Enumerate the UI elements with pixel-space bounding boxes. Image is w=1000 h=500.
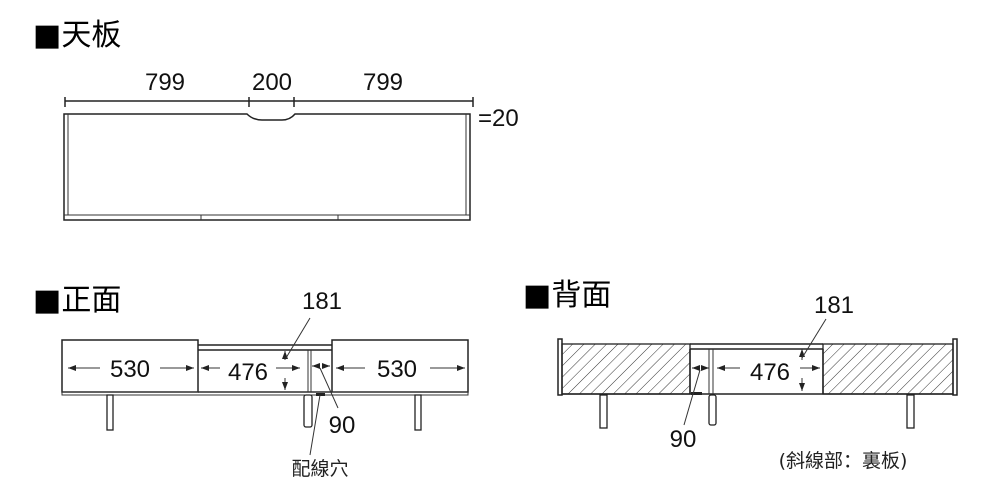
back-legs <box>599 394 915 429</box>
back-panel-right <box>822 343 954 395</box>
dim-right-drawer: 530 <box>377 356 417 383</box>
front-view: ■正面 530 476 530 181 90 配線穴 <box>33 283 469 480</box>
front-view-title: ■正面 <box>33 283 121 318</box>
front-legs <box>106 394 422 431</box>
back-panel-left <box>561 343 691 395</box>
cable-hole-label: 配線穴 <box>291 458 348 480</box>
dim-back-center-opening: 476 <box>750 359 790 386</box>
back-cabinet <box>557 338 958 396</box>
top-dimension-line <box>64 97 474 107</box>
back-arrows <box>683 318 827 426</box>
dim-right-width: 799 <box>363 69 403 96</box>
dim-center-opening: 476 <box>228 359 268 386</box>
tabletop-outline <box>63 113 471 221</box>
dim-center-notch: 200 <box>252 69 292 96</box>
hatch-legend-note: (斜線部：裏板) <box>779 450 908 472</box>
dim-height: 181 <box>302 288 342 315</box>
dim-thickness: =20 <box>478 105 519 132</box>
back-view-title: ■背面 <box>523 278 611 313</box>
dim-back-height: 181 <box>814 292 854 319</box>
dim-back-hole: 90 <box>670 426 697 453</box>
back-view: ■背面 476 181 90 (斜線部：裏板) <box>523 278 958 472</box>
top-view-title: ■天板 <box>33 18 121 53</box>
top-view: ■天板 799 200 799 =20 <box>33 18 519 221</box>
front-cabinet <box>61 339 469 396</box>
dim-hole: 90 <box>329 412 356 439</box>
dim-left-drawer: 530 <box>110 356 150 383</box>
dim-left-width: 799 <box>145 69 185 96</box>
front-arrows <box>68 317 465 456</box>
